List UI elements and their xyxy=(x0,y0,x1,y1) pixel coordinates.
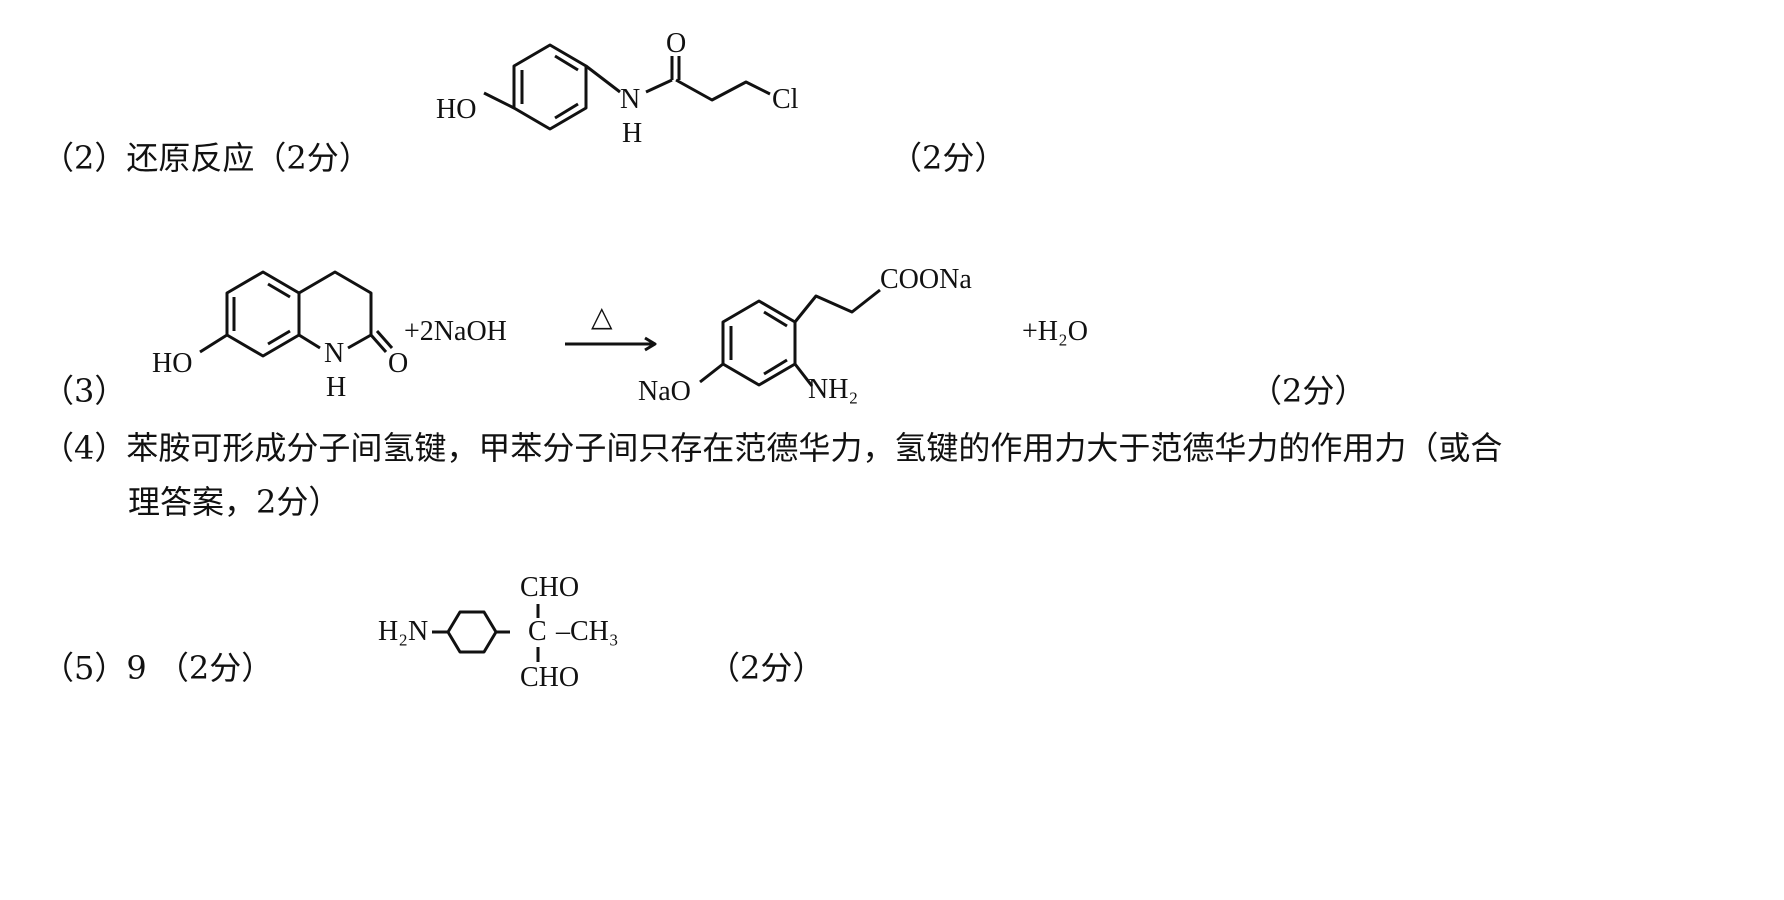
q3-product-nh2-label: NH₂ xyxy=(808,374,859,405)
q2-ho-label: HO xyxy=(436,94,477,125)
q2-o-label: O xyxy=(666,28,687,59)
q4-answer-line-1: （4）苯胺可形成分子间氢键，甲苯分子间只存在范德华力，氢键的作用力大于范德华力的… xyxy=(42,429,1503,467)
q3-water: +H₂O xyxy=(1022,316,1088,347)
q2-score: （2分） xyxy=(890,139,1007,177)
q5-cho-top-label: CHO xyxy=(520,572,580,603)
q5-central-c-label: C xyxy=(528,616,547,647)
q3-condition: △ xyxy=(591,302,613,333)
q3-product-coona-label: COONa xyxy=(880,264,972,295)
q5-h2n-label: H₂N xyxy=(378,616,429,647)
q3-reactant-h-label: H xyxy=(326,372,347,403)
q5-answer-label: （5）9 （2分） xyxy=(42,649,274,687)
q5-cho-bottom-label: CHO xyxy=(520,662,580,693)
q5-ch3-label: –CH₃ xyxy=(556,616,619,647)
q3-score: （2分） xyxy=(1250,372,1367,410)
q2-n-label: N xyxy=(620,84,641,115)
q3-answer-label: （3） xyxy=(42,372,127,410)
q2-h-label: H xyxy=(622,118,643,149)
q3-reactant-ho-label: HO xyxy=(152,348,193,379)
q3-product-nao-label: NaO xyxy=(638,376,691,407)
q2-answer-label: （2）还原反应（2分） xyxy=(42,139,371,177)
q5-benzene-ring xyxy=(446,610,498,654)
q3-reactant-o-label: O xyxy=(388,348,409,379)
q3-reactant-n-label: N xyxy=(324,338,345,369)
q3-reagent: +2NaOH xyxy=(404,316,507,347)
q2-cl-label: Cl xyxy=(772,84,799,115)
q4-answer-line-2: 理答案，2分） xyxy=(128,483,341,521)
q5-score: （2分） xyxy=(708,649,825,687)
